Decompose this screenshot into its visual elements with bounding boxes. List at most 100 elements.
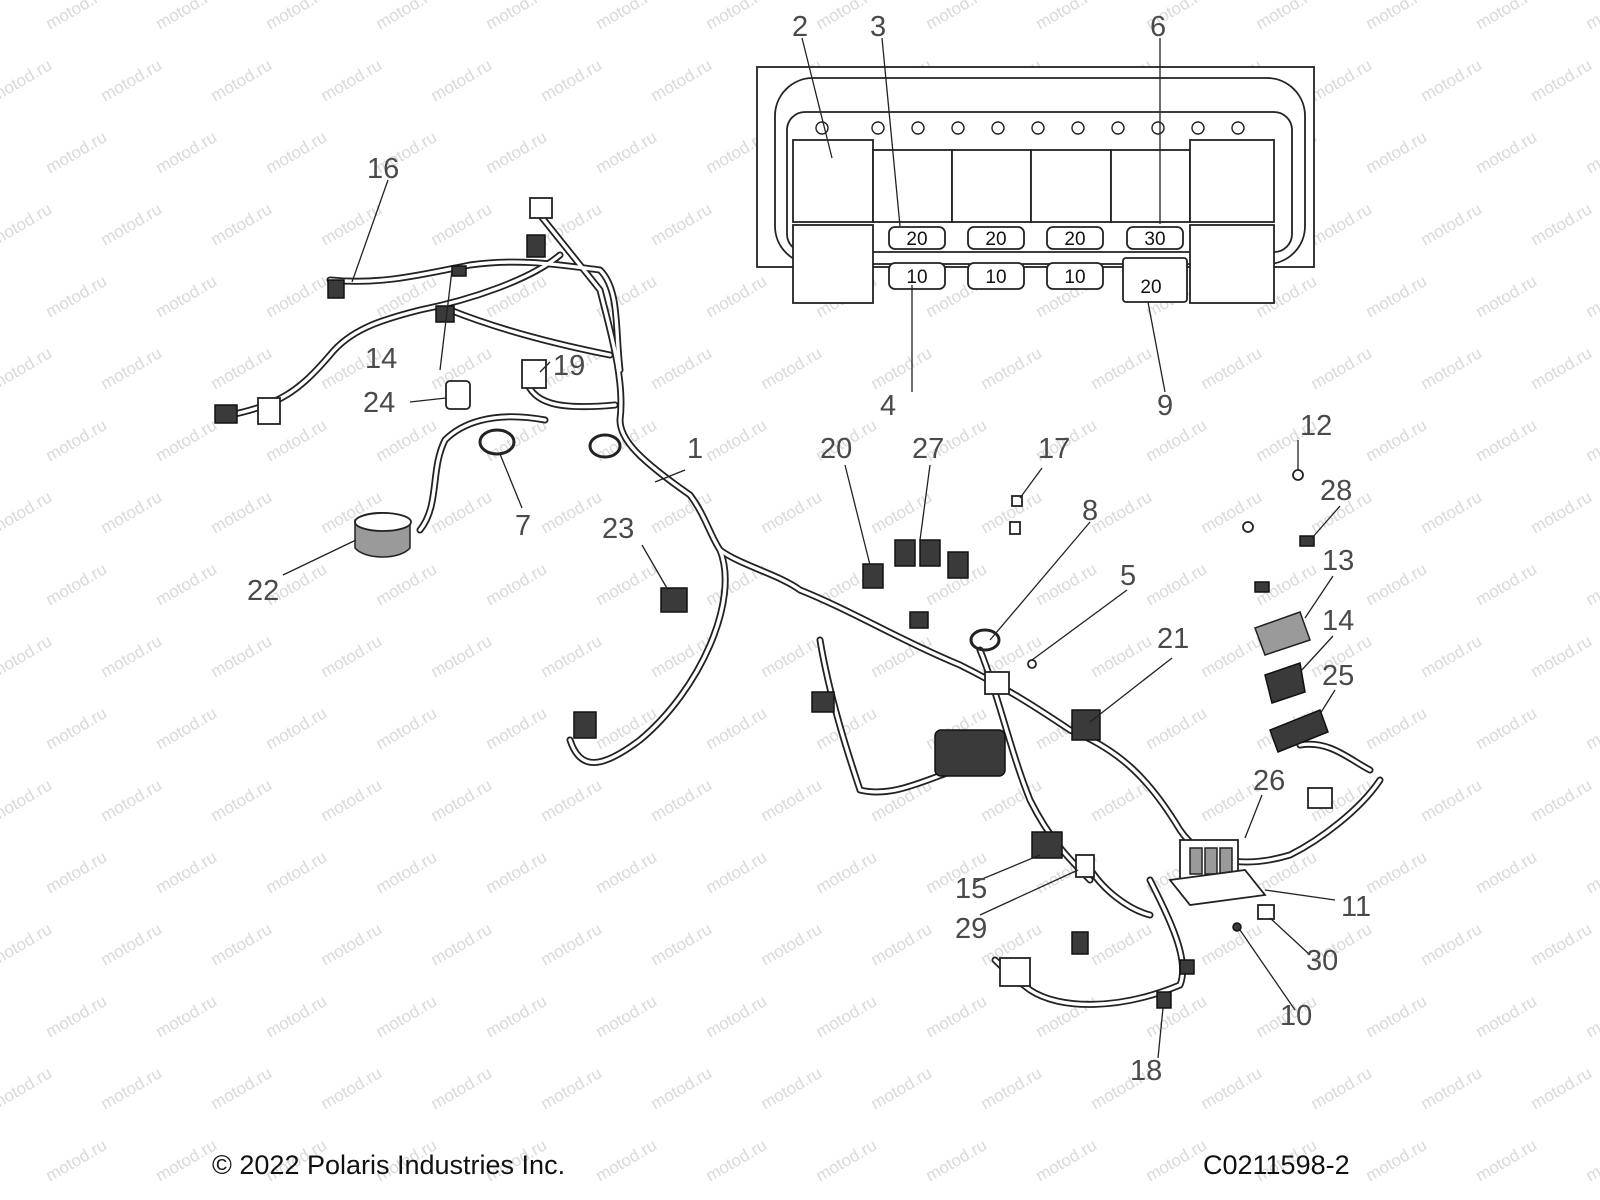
callout-1: 1	[687, 433, 703, 465]
watermark-text: motod.ru	[153, 559, 221, 609]
watermark-text: motod.ru	[703, 991, 771, 1041]
watermark-text: motod.ru	[813, 847, 881, 897]
watermark-text: motod.ru	[593, 559, 661, 609]
watermark-text: motod.ru	[153, 415, 221, 465]
screw-12	[1292, 469, 1304, 481]
watermark-text: motod.ru	[648, 487, 716, 537]
watermark-text: motod.ru	[208, 343, 276, 393]
relay-d	[1110, 149, 1191, 223]
callout-22: 22	[247, 575, 279, 607]
callout-13: 13	[1322, 545, 1354, 577]
callout-5: 5	[1120, 560, 1136, 592]
watermark-text: motod.ru	[648, 1063, 716, 1113]
callout-23: 23	[602, 513, 634, 545]
fuse-slot	[1204, 847, 1218, 875]
watermark-text: motod.ru	[1528, 343, 1596, 393]
watermark-text: motod.ru	[43, 991, 111, 1041]
watermark-text: motod.ru	[703, 271, 771, 321]
fuse-top-2	[967, 226, 1025, 250]
clip-18	[1156, 991, 1172, 1009]
watermark-text: motod.ru	[978, 1063, 1046, 1113]
relay-b	[951, 149, 1032, 223]
watermark-text: motod.ru	[318, 919, 386, 969]
watermark-text: motod.ru	[43, 703, 111, 753]
nut-10	[1232, 922, 1242, 932]
fuse-top-4-rating: 30	[1144, 229, 1165, 250]
fuse-block-bracket-11	[1168, 869, 1267, 906]
cable-clamp-8	[969, 628, 1001, 652]
watermark-text: motod.ru	[373, 559, 441, 609]
watermark-text: motod.ru	[208, 631, 276, 681]
watermark-text: motod.ru	[1363, 1135, 1431, 1185]
callout-6: 6	[1150, 11, 1166, 43]
connector	[984, 671, 1010, 695]
fuse-slot	[1219, 847, 1233, 875]
watermark-text: motod.ru	[1363, 991, 1431, 1041]
watermark-text: motod.ru	[648, 919, 716, 969]
watermark-text: motod.ru	[1473, 847, 1541, 897]
watermark-text: motod.ru	[318, 775, 386, 825]
watermark-text: motod.ru	[538, 919, 606, 969]
watermark-text: motod.ru	[428, 199, 496, 249]
callout-20: 20	[820, 433, 852, 465]
watermark-text: motod.ru	[813, 1135, 881, 1185]
connector	[257, 397, 281, 425]
fuse-box-inset: 20 20 20 30 10 10 10 20	[756, 66, 1315, 304]
watermark-text: motod.ru	[373, 415, 441, 465]
relay-a	[872, 149, 953, 223]
watermark-text: motod.ru	[593, 991, 661, 1041]
watermark-text: motod.ru	[978, 343, 1046, 393]
callout-14-right: 14	[1322, 605, 1354, 637]
watermark-text: motod.ru	[1198, 487, 1266, 537]
watermark-text: motod.ru	[263, 271, 331, 321]
watermark-text: motod.ru	[428, 1063, 496, 1113]
watermark-text: motod.ru	[483, 703, 551, 753]
fuse-top-4	[1126, 226, 1184, 250]
watermark-text: motod.ru	[1528, 775, 1596, 825]
watermark-text: motod.ru	[1363, 559, 1431, 609]
watermark-text: motod.ru	[1473, 559, 1541, 609]
clip-14	[451, 265, 467, 277]
watermark-text: motod.ru	[648, 343, 716, 393]
watermark-text: motod.ru	[483, 991, 551, 1041]
watermark-text: motod.ru	[593, 847, 661, 897]
relay-24	[445, 380, 471, 410]
watermark-text: motod.ru	[868, 1063, 936, 1113]
watermark-text: motod.ru	[0, 199, 55, 249]
clip	[1254, 581, 1270, 593]
relay-lower-right	[1189, 224, 1275, 304]
watermark-text: motod.ru	[923, 1135, 991, 1185]
connector	[1179, 959, 1195, 975]
watermark-text: motod.ru	[43, 127, 111, 177]
watermark-text: motod.ru	[1363, 703, 1431, 753]
watermark-text: motod.ru	[0, 487, 55, 537]
watermark-text: motod.ru	[1198, 1063, 1266, 1113]
watermark-text: motod.ru	[263, 847, 331, 897]
connector	[214, 404, 238, 424]
watermark-text: motod.ru	[538, 1063, 606, 1113]
fuse-row-bottom: 10 10 10 20	[888, 257, 1188, 303]
watermark-text: motod.ru	[538, 487, 606, 537]
fuse-top-1	[888, 226, 946, 250]
watermark-text: motod.ru	[1473, 991, 1541, 1041]
watermark-text: motod.ru	[703, 703, 771, 753]
watermark-text: motod.ru	[428, 775, 496, 825]
watermark-text: motod.ru	[1308, 199, 1376, 249]
watermark-text: motod.ru	[98, 775, 166, 825]
callout-30: 30	[1306, 945, 1338, 977]
drawing-number: C0211598-2	[1203, 1150, 1350, 1180]
watermark-text: motod.ru	[1363, 0, 1431, 33]
watermark-text: motod.ru	[1088, 631, 1156, 681]
watermark-text: motod.ru	[153, 1135, 221, 1185]
watermark-text: motod.ru	[263, 127, 331, 177]
watermark-text: motod.ru	[98, 487, 166, 537]
watermark-text: motod.ru	[43, 1135, 111, 1185]
watermark-text: motod.ru	[538, 631, 606, 681]
watermark-text: motod.ru	[1308, 343, 1376, 393]
watermark-text: motod.ru	[373, 703, 441, 753]
watermark-text: motod.ru	[483, 127, 551, 177]
watermark-text: motod.ru	[758, 487, 826, 537]
watermark-text: motod.ru	[98, 55, 166, 105]
watermark-text: motod.ru	[703, 0, 771, 33]
